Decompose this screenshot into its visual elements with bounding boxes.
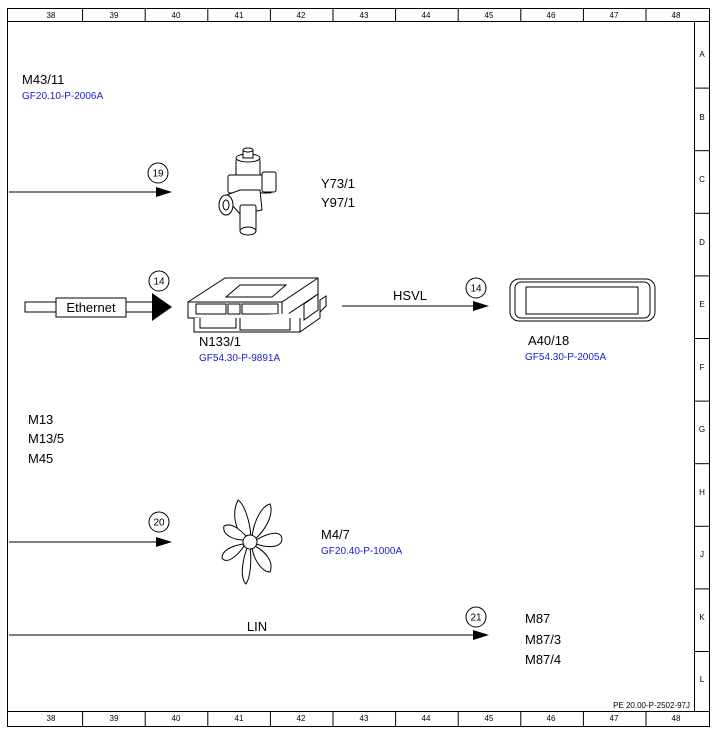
col-label-bottom-39: 39 xyxy=(110,714,119,723)
connection-number-21: 21 xyxy=(470,613,482,624)
row-label-J: J xyxy=(700,550,704,559)
control-unit-icon xyxy=(187,277,327,333)
component-code-m13: M13 xyxy=(28,412,54,427)
component-code-m13-5: M13/5 xyxy=(28,431,65,446)
hsvl-connection: HSVL 14 xyxy=(342,277,489,311)
signal-line-20: 20 xyxy=(9,511,172,547)
valve-icon xyxy=(218,147,277,236)
connection-number-14-out: 14 xyxy=(470,284,482,295)
column-ticks-top xyxy=(82,8,647,22)
signal-line-19: 19 xyxy=(9,162,172,197)
connection-number-19: 19 xyxy=(152,169,164,180)
row-label-D: D xyxy=(699,238,705,247)
col-label-top-39: 39 xyxy=(110,11,119,20)
col-label-top-43: 43 xyxy=(360,11,369,20)
document-id: PE 20.00-P-2502-97J xyxy=(613,701,690,710)
row-label-B: B xyxy=(699,113,704,122)
row-label-C: C xyxy=(699,175,705,184)
connection-marker-19 xyxy=(147,162,169,184)
col-label-top-46: 46 xyxy=(547,11,556,20)
component-ref-m4-7[interactable]: GF20.40-P-1000A xyxy=(321,546,403,557)
col-label-top-47: 47 xyxy=(610,11,619,20)
connection-number-20: 20 xyxy=(153,518,165,529)
col-label-top-45: 45 xyxy=(485,11,494,20)
col-label-bottom-38: 38 xyxy=(47,714,56,723)
component-ref-a40-18[interactable]: GF54.30-P-2005A xyxy=(525,352,607,363)
component-code-m87-4: M87/4 xyxy=(525,652,562,667)
col-label-top-42: 42 xyxy=(297,11,306,20)
row-ticks xyxy=(694,87,710,652)
component-ref-m43-11[interactable]: GF20.10-P-2006A xyxy=(22,91,104,102)
col-label-bottom-46: 46 xyxy=(547,714,556,723)
col-label-bottom-40: 40 xyxy=(172,714,181,723)
col-label-top-40: 40 xyxy=(172,11,181,20)
col-label-bottom-45: 45 xyxy=(485,714,494,723)
row-label-K: K xyxy=(699,613,705,622)
col-label-top-38: 38 xyxy=(47,11,56,20)
row-label-F: F xyxy=(700,363,705,372)
col-label-bottom-43: 43 xyxy=(360,714,369,723)
component-code-a40-18: A40/18 xyxy=(528,333,570,348)
hsvl-label: HSVL xyxy=(393,288,427,303)
display-icon xyxy=(509,278,656,322)
row-label-H: H xyxy=(699,488,705,497)
row-label-A: A xyxy=(699,50,705,59)
row-label-G: G xyxy=(699,425,705,434)
column-ticks-bottom xyxy=(82,711,647,727)
ethernet-label: Ethernet xyxy=(66,300,116,315)
row-label-E: E xyxy=(699,300,704,309)
component-code-y97-1: Y97/1 xyxy=(321,195,355,210)
component-code-n133-1: N133/1 xyxy=(199,334,241,349)
lin-label: LIN xyxy=(247,619,267,634)
component-code-m45: M45 xyxy=(28,451,54,466)
connection-marker-20 xyxy=(148,511,170,533)
col-label-bottom-42: 42 xyxy=(297,714,306,723)
connection-number-14-in: 14 xyxy=(153,277,165,288)
connection-marker-14-in xyxy=(148,270,170,292)
col-label-bottom-47: 47 xyxy=(610,714,619,723)
fan-icon xyxy=(221,499,283,585)
component-code-m4-7: M4/7 xyxy=(321,527,350,542)
col-label-top-44: 44 xyxy=(422,11,431,20)
component-code-m87: M87 xyxy=(525,611,551,626)
col-label-top-48: 48 xyxy=(672,11,681,20)
ethernet-label-box xyxy=(55,297,127,318)
component-code-y73-1: Y73/1 xyxy=(321,176,355,191)
connection-marker-14-out xyxy=(465,277,487,299)
col-label-bottom-41: 41 xyxy=(235,714,244,723)
component-ref-n133-1[interactable]: GF54.30-P-9891A xyxy=(199,353,281,364)
col-label-bottom-44: 44 xyxy=(422,714,431,723)
component-code-m43-11: M43/11 xyxy=(22,72,65,87)
sheet-frame xyxy=(7,8,710,727)
connection-marker-21 xyxy=(465,606,487,628)
component-code-m87-3: M87/3 xyxy=(525,632,562,647)
ethernet-connection: Ethernet 14 xyxy=(24,270,172,321)
row-label-L: L xyxy=(700,675,705,684)
col-label-bottom-48: 48 xyxy=(672,714,681,723)
col-label-top-41: 41 xyxy=(235,11,244,20)
lin-connection: LIN 21 xyxy=(9,606,489,640)
